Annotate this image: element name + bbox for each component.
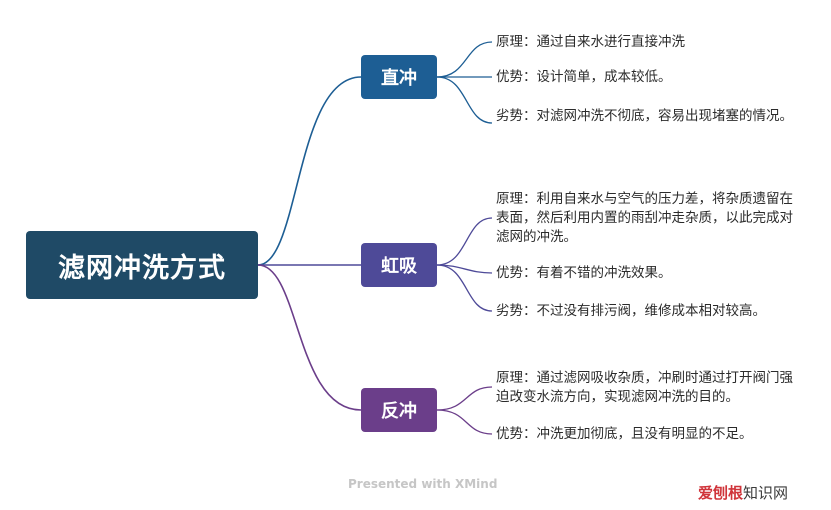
site-watermark: 爱刨根知识网 [698,482,788,503]
connector-b1-leaf3 [436,76,493,124]
connector-b1-leaf1 [436,41,493,78]
site-watermark-rest: 知识网 [743,484,789,502]
leaf-zhichong-advantage[interactable]: 优势：设计简单，成本较低。 [496,69,672,85]
leaf-zhichong-principle[interactable]: 原理：通过自来水进行直接冲洗 [496,34,685,50]
connector-root-b1 [257,76,362,266]
branch-hongxi[interactable]: 虹吸 [361,243,437,287]
leaf-fanchong-advantage[interactable]: 优势：冲洗更加彻底，且没有明显的不足。 [496,426,753,442]
connector-b3-leaf2 [436,409,493,435]
connector-root-b3 [257,264,362,411]
leaf-fanchong-principle[interactable]: 原理：通过滤网吸收杂质，冲刷时通过打开阀门强迫改变水流方向，实现滤网冲洗的目的。 [496,370,793,405]
connector-b3-leaf1 [436,386,493,411]
leaf-hongxi-principle[interactable]: 原理：利用自来水与空气的压力差，将杂质遗留在表面，然后利用内置的雨刮冲走杂质，以… [496,191,793,245]
leaf-zhichong-disadvantage[interactable]: 劣势：对滤网冲洗不彻底，容易出现堵塞的情况。 [496,108,793,124]
branch-fanchong[interactable]: 反冲 [361,388,437,432]
leaf-hongxi-disadvantage[interactable]: 劣势：不过没有排污阀，维修成本相对较高。 [496,303,766,319]
leaf-hongxi-advantage[interactable]: 优势：有着不错的冲洗效果。 [496,265,672,281]
site-watermark-accent: 爱刨根 [698,484,744,502]
root-topic[interactable]: 滤网冲洗方式 [26,231,258,299]
connector-b2-leaf1 [436,217,493,266]
branch-zhichong[interactable]: 直冲 [361,55,437,99]
connector-b2-leaf3 [436,264,493,312]
xmind-watermark: Presented with XMind [348,477,498,491]
